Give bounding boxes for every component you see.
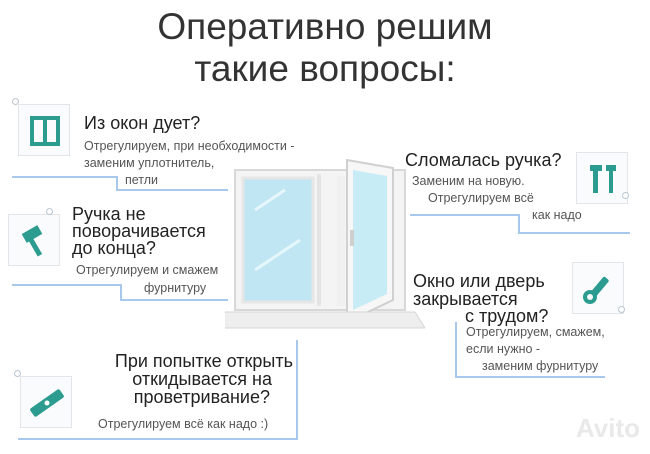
connector-line [120, 284, 122, 300]
connector-line [410, 214, 520, 216]
level-icon [30, 389, 64, 417]
hammer-icon-box [8, 214, 60, 266]
item-3-heading-1: При попытке открыть [114, 351, 293, 371]
window-illustration [225, 158, 425, 329]
connector-dot [622, 192, 629, 199]
item-1-heading: Из окон дует? [84, 113, 201, 133]
item-1-sub-3: петли [125, 173, 159, 187]
item-2-heading-1: Ручка не [72, 204, 146, 224]
connector-line [455, 322, 457, 378]
avito-watermark: Avito [575, 413, 640, 443]
title-line-2: такие вопросы: [194, 48, 456, 89]
item-4-sub-1: Заменим на новую. [412, 174, 525, 188]
connector-dot [14, 370, 21, 377]
connector-line [518, 214, 520, 234]
item-5-heading-2: закрывается [413, 289, 518, 309]
item-2-heading-3: до конца? [72, 238, 156, 258]
item-2-heading-2: поворачивается [72, 221, 206, 241]
hammer-icon [21, 225, 43, 257]
item-5-sub-2: если нужно - [466, 342, 541, 356]
screwdriver-wrench-icon [590, 165, 616, 193]
item-2-sub-1: Отрегулируем и смажем [76, 263, 219, 277]
item-3-heading-3: проветривание? [133, 387, 270, 407]
wrench-icon-box [572, 262, 624, 314]
item-4-sub-2: Отрегулируем всё [428, 191, 534, 205]
item-3-sub-1: Отрегулируем всё как надо :) [98, 417, 269, 431]
connector-line [12, 284, 122, 286]
connector-dot [618, 306, 625, 313]
item-4-heading: Сломалась ручка? [405, 150, 562, 170]
connector-dot [12, 98, 19, 105]
item-5-heading-1: Окно или дверь [413, 271, 545, 291]
item-2-sub-2: фурнитуру [144, 281, 207, 295]
connector-line [12, 176, 117, 178]
connector-line [518, 232, 630, 234]
connector-line [18, 438, 298, 440]
window-icon [30, 116, 60, 146]
item-1-sub-1: Отрегулируем, при необходимости - [84, 139, 295, 153]
item-5-sub-1: Отрегулируем, смажем, [466, 325, 605, 339]
item-5-sub-3: заменим фурнитуру [482, 359, 599, 373]
connector-line [455, 376, 605, 378]
item-4-sub-3: как надо [532, 208, 582, 222]
title-line-1: Оперативно решим [157, 6, 493, 47]
item-1-sub-2: заменим уплотнитель, [84, 156, 215, 170]
connector-dot [46, 208, 53, 215]
connector-line [296, 340, 298, 440]
connector-line [120, 299, 228, 301]
screwdriver-wrench-icon-box [576, 152, 628, 204]
window-icon-box [18, 104, 70, 156]
item-3-heading-2: откидывается на [132, 369, 272, 389]
wrench-icon [583, 276, 609, 304]
connector-line [116, 176, 118, 190]
level-icon-box [20, 376, 72, 428]
connector-line [116, 189, 228, 191]
item-5-heading-3: с трудом? [465, 306, 549, 326]
page-title: Оперативно решим такие вопросы: [0, 6, 650, 90]
